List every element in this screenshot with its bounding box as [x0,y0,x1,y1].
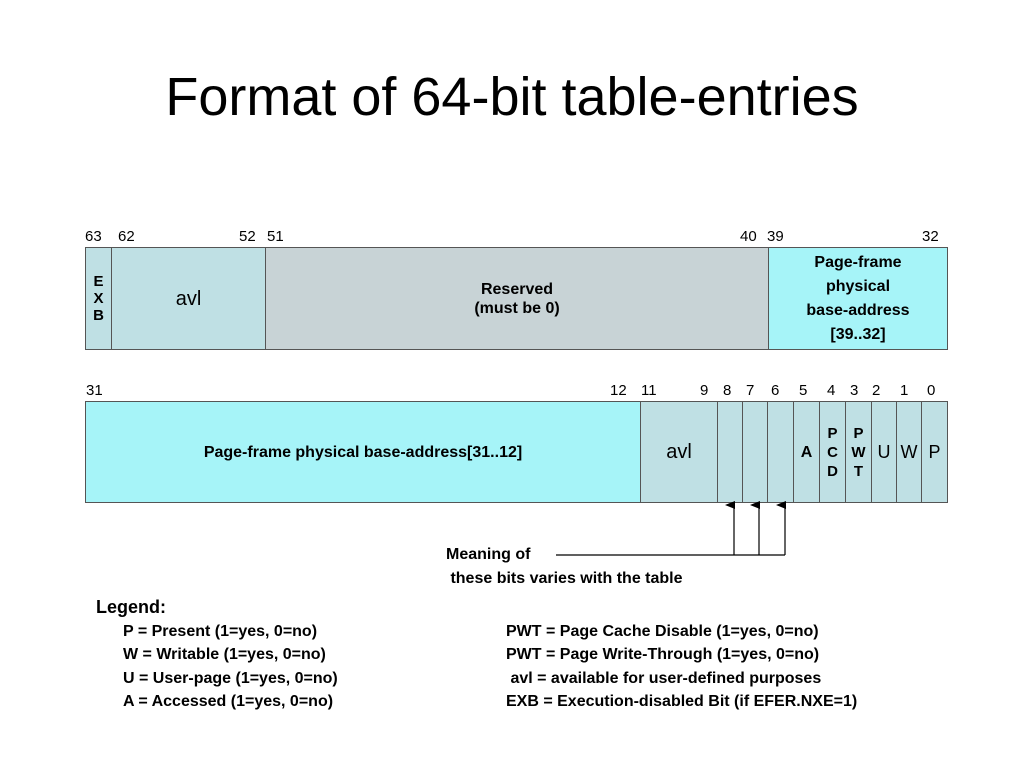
legend-pcd: PWT = Page Cache Disable (1=yes, 0=no) [506,623,819,640]
exb-letter-b: B [93,307,104,324]
legend-exb: EXB = Execution-disabled Bit (if EFER.NX… [506,693,858,710]
legend-heading: Legend: [96,597,166,617]
bit-label-32: 32 [922,228,939,245]
bit-label-40: 40 [740,228,757,245]
legend-user-page: U = User-page (1=yes, 0=no) [123,670,338,687]
pcd-letter-c: C [827,443,838,461]
pcd-letter-d: D [827,462,838,480]
present-label: P [928,441,941,462]
bit-label-8: 8 [723,382,732,399]
pwt-field: P W T [845,401,872,503]
avl-field-upper: avl [111,247,266,350]
bit-label-5: 5 [799,382,808,399]
exb-letter-e: E [93,273,104,290]
reserved-label: Reserved [480,280,554,298]
pwt-letter-t: T [853,462,864,480]
bit-label-6: 6 [771,382,780,399]
bit-label-39: 39 [767,228,784,245]
bit-label-1: 1 [900,382,909,399]
bit-label-7: 7 [746,382,755,399]
pfa-low-field: Page-frame physical base-address[31..12] [85,401,641,503]
avl-field-lower: avl [640,401,718,503]
pwt-letter-w: W [851,443,866,461]
legend-avl: avl = available for user-defined purpose… [506,670,822,687]
page-title: Format of 64-bit table-entries [165,67,859,127]
legend-accessed: A = Accessed (1=yes, 0=no) [123,693,334,710]
pfa-high-line-4: [39..32] [830,325,886,343]
writable-label: W [900,441,918,462]
bit-label-3: 3 [850,382,859,399]
accessed-field: A [793,401,820,503]
pcd-letter-p: P [827,424,838,442]
annotation-line-1: Meaning of [446,546,531,563]
pfa-high-line-2: physical [825,277,891,295]
avl-lower-label: avl [666,440,692,463]
bit-label-4: 4 [827,382,836,399]
legend-pwt: PWT = Page Write-Through (1=yes, 0=no) [506,646,820,663]
bit-label-0: 0 [927,382,936,399]
exb-letter-x: X [93,290,104,307]
bit-label-2: 2 [872,382,881,399]
pfa-high-line-1: Page-frame [814,253,902,271]
bit-label-51: 51 [267,228,284,245]
reserved-field: Reserved (must be 0) [265,247,769,350]
pfa-low-label: Page-frame physical base-address[31..12] [203,443,523,461]
bit-label-52: 52 [239,228,256,245]
accessed-label: A [800,443,813,461]
pfa-high-line-3: base-address [806,301,910,319]
bit-label-62: 62 [118,228,135,245]
bit-8-field [717,401,743,503]
bit-label-9: 9 [700,382,709,399]
avl-upper-label: avl [175,288,202,310]
annotation-line-2: these bits varies with the table [446,570,683,587]
present-field: P [921,401,948,503]
user-label: U [877,441,891,462]
legend-present: P = Present (1=yes, 0=no) [123,623,318,640]
bit-label-11: 11 [641,382,657,399]
bit-label-63: 63 [85,228,102,245]
bit-7-field [742,401,768,503]
pwt-letter-p: P [853,424,864,442]
bit-label-12: 12 [610,382,627,399]
reserved-sublabel: (must be 0) [474,299,560,317]
pcd-field: P C D [819,401,846,503]
pfa-high-field: Page-frame physical base-address [39..32… [768,247,948,350]
legend-writable: W = Writable (1=yes, 0=no) [123,646,326,663]
bit-label-31: 31 [86,382,103,399]
